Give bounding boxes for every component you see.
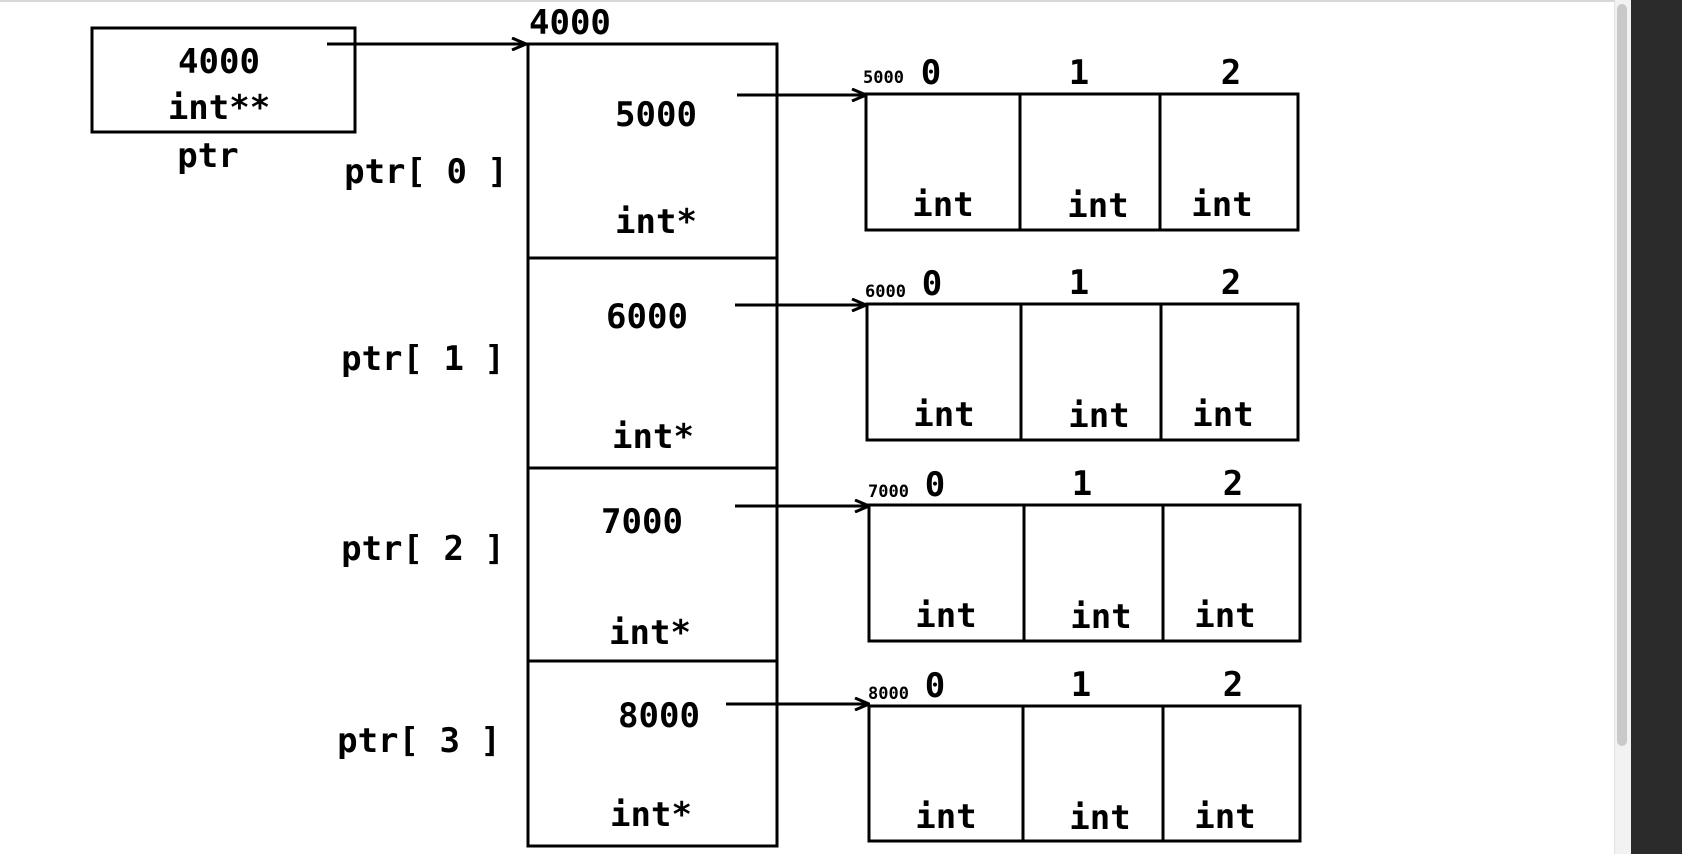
pointer-slot: ptr[ 3 ] 8000 int* xyxy=(337,696,869,835)
pointer-slot: ptr[ 2 ] 7000 int* xyxy=(341,502,869,653)
slot-label: ptr[ 1 ] xyxy=(341,339,505,379)
slot-value: 5000 xyxy=(615,95,697,135)
cell-type: int xyxy=(1194,596,1255,636)
ptr-variable-box xyxy=(90,26,357,134)
int-array-address: 5000 xyxy=(863,68,904,88)
index-label: 0 xyxy=(925,465,945,505)
slot-label: ptr[ 0 ] xyxy=(344,152,508,192)
int-array: 6000 0 1 2 int int int xyxy=(865,263,1300,442)
cell-type: int xyxy=(915,797,976,837)
int-array: 8000 0 1 2 int int int xyxy=(867,665,1302,843)
index-label: 0 xyxy=(925,666,945,706)
slot-type: int* xyxy=(615,202,697,242)
int-array-outline xyxy=(867,704,1302,843)
cell-type: int xyxy=(1191,185,1252,225)
pointer-array-address: 4000 xyxy=(529,3,611,43)
index-label: 2 xyxy=(1221,53,1241,93)
int-array: 7000 0 1 2 int int int xyxy=(867,464,1302,643)
cell-type: int xyxy=(912,185,973,225)
index-label: 2 xyxy=(1223,464,1243,504)
index-label: 2 xyxy=(1221,263,1241,303)
int-array: 5000 0 1 2 int int int xyxy=(863,53,1300,232)
scrollbar-thumb[interactable] xyxy=(1617,4,1627,746)
slot-value: 8000 xyxy=(618,696,700,736)
ptr-variable-type: int** xyxy=(168,88,270,128)
cell-type: int xyxy=(1192,395,1253,435)
int-array-outline xyxy=(865,302,1300,442)
ptr-variable: 4000 int** ptr xyxy=(90,26,526,176)
slot-label: ptr[ 3 ] xyxy=(337,721,501,761)
ptr-variable-value: 4000 xyxy=(178,42,260,82)
pointer-slot: ptr[ 0 ] 5000 int* xyxy=(344,95,866,242)
index-label: 0 xyxy=(921,53,941,93)
int-array-address: 8000 xyxy=(868,684,909,704)
index-label: 1 xyxy=(1069,53,1089,93)
slot-type: int* xyxy=(609,613,691,653)
slot-type: int* xyxy=(610,795,692,835)
cell-type: int xyxy=(915,596,976,636)
cell-type: int xyxy=(1070,597,1131,637)
int-array-address: 7000 xyxy=(868,482,909,502)
int-array-outline xyxy=(864,92,1300,232)
slot-label: ptr[ 2 ] xyxy=(341,529,505,569)
cell-type: int xyxy=(1067,186,1128,226)
ptr-variable-name: ptr xyxy=(177,136,238,176)
cell-type: int xyxy=(1194,797,1255,837)
index-label: 2 xyxy=(1223,665,1243,705)
cell-type: int xyxy=(1068,396,1129,436)
cell-type: int xyxy=(913,395,974,435)
index-label: 1 xyxy=(1072,464,1092,504)
slot-type: int* xyxy=(612,417,694,457)
slot-value: 6000 xyxy=(606,297,688,337)
pointer-array: 4000 ptr[ 0 ] 5000 int* ptr[ 1 ] 6000 in… xyxy=(337,3,869,848)
window-top-border xyxy=(0,0,1614,2)
index-label: 1 xyxy=(1071,665,1091,705)
window-edge xyxy=(1631,0,1682,854)
index-label: 1 xyxy=(1069,263,1089,303)
pointer-slot: ptr[ 1 ] 6000 int* xyxy=(341,297,866,457)
int-array-address: 6000 xyxy=(865,282,906,302)
slot-value: 7000 xyxy=(601,502,683,542)
pointer-array-outline xyxy=(526,42,779,848)
cell-type: int xyxy=(1069,798,1130,838)
index-label: 0 xyxy=(922,264,942,304)
int-array-outline xyxy=(867,503,1302,643)
